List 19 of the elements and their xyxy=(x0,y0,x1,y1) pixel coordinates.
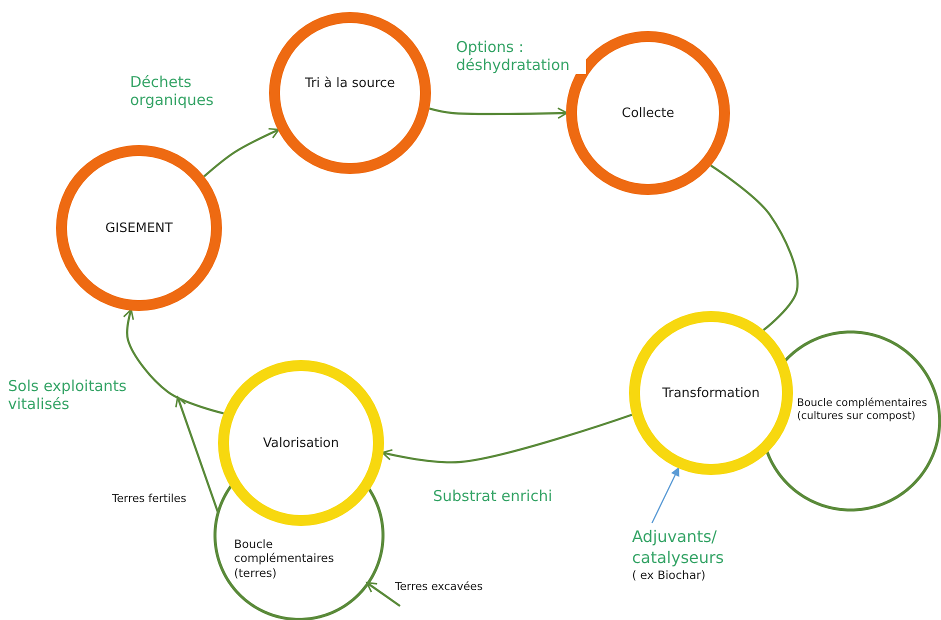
edge-label: Terres fertiles xyxy=(112,492,186,506)
arrow xyxy=(122,308,224,414)
node-label: Valorisation xyxy=(262,436,340,451)
node-label: Tri à la source xyxy=(304,76,396,92)
arrow xyxy=(175,396,220,513)
node-label: GISEMENT xyxy=(104,220,174,236)
arrow xyxy=(651,466,680,524)
edge-label: Options : déshydratation xyxy=(456,38,586,74)
arrow xyxy=(382,414,632,464)
node-text: Adjuvants/ catalyseurs xyxy=(632,527,725,569)
node-label: Collecte xyxy=(620,106,676,121)
node-text: ( ex Biochar) xyxy=(632,568,706,582)
arrow xyxy=(429,107,568,119)
edge-label: Terres excavées xyxy=(395,580,483,594)
arrow xyxy=(203,128,280,178)
node-label: Boucle complémentaires (terres) xyxy=(234,536,335,580)
node-label: Transformation xyxy=(661,386,761,401)
node-label: Boucle complémentaires (cultures sur compost) xyxy=(796,397,928,424)
arrow xyxy=(366,582,401,607)
